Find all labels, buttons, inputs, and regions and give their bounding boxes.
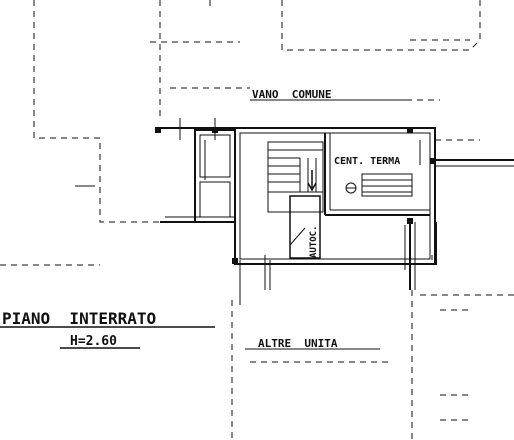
building-walls: [160, 127, 514, 290]
floor-height: H=2.60: [70, 334, 117, 349]
altre-unita-label: ALTRE UNITA: [258, 337, 338, 350]
staircase: [267, 141, 324, 213]
wall-corner-markers: [155, 127, 436, 264]
autoclave-label: AUTOC.: [309, 225, 319, 258]
label-underlines: [0, 99, 410, 350]
boiler-symbol: [345, 173, 413, 197]
lift-shaft: [289, 195, 321, 259]
centrale-termica-label: CENT. TERMA: [334, 156, 400, 167]
wall-ticks: [75, 118, 421, 305]
floor-title: PIANO INTERRATO: [2, 309, 156, 328]
vano-comune-label: VANO COMUNE: [252, 88, 331, 101]
